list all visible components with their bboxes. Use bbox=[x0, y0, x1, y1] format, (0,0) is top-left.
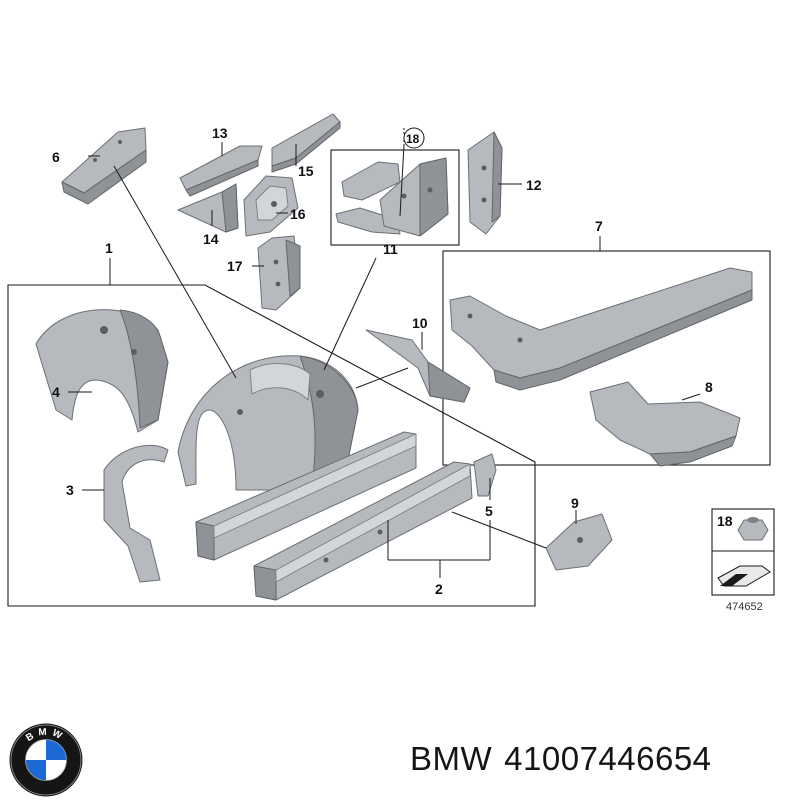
assembly-frame-1 bbox=[7, 284, 536, 607]
assembly-frame-7 bbox=[442, 250, 771, 466]
part-10-strut bbox=[365, 329, 471, 403]
callout-4: 4 bbox=[52, 384, 60, 400]
callout-16: 16 bbox=[290, 206, 306, 222]
callout-2: 2 bbox=[435, 581, 443, 597]
callout-12: 12 bbox=[526, 177, 542, 193]
caption-brand: BMW bbox=[410, 740, 493, 777]
callout-3: 3 bbox=[66, 482, 74, 498]
callout-9: 9 bbox=[571, 495, 579, 511]
part-14-gusset bbox=[177, 183, 239, 233]
callout-15: 15 bbox=[298, 163, 314, 179]
part-12-pillar-plate bbox=[467, 131, 503, 235]
upper-longitudinal-rail bbox=[195, 431, 417, 561]
part-caption: BMW 41007446654 bbox=[410, 740, 792, 784]
callout-18-symbol: 18 bbox=[406, 132, 420, 146]
assembly-frame-11 bbox=[330, 149, 460, 246]
part-8-bracket bbox=[589, 381, 741, 467]
part-17-plate bbox=[257, 235, 301, 311]
legend-callout-18: 18 bbox=[717, 513, 733, 529]
legend-arrow-icon bbox=[717, 565, 771, 587]
callout-13: 13 bbox=[212, 125, 228, 141]
callout-1: 1 bbox=[105, 240, 113, 256]
callout-7: 7 bbox=[595, 218, 603, 234]
callout-8: 8 bbox=[705, 379, 713, 395]
leader-lines bbox=[68, 142, 701, 578]
nut-18-icon bbox=[737, 517, 769, 541]
part-5-small-bracket bbox=[473, 453, 497, 497]
part-11-assembly bbox=[335, 157, 449, 237]
main-front-structure bbox=[177, 355, 359, 491]
part-3-arch-brace bbox=[103, 444, 169, 583]
callout-14: 14 bbox=[203, 231, 219, 247]
part-9-mount bbox=[545, 513, 613, 571]
part-16-bracket bbox=[243, 175, 299, 237]
lower-longitudinal-rail bbox=[253, 461, 473, 601]
legend-box bbox=[711, 508, 775, 596]
callout-10: 10 bbox=[412, 315, 428, 331]
part-4-wheel-house bbox=[35, 309, 169, 433]
callout-6: 6 bbox=[52, 149, 60, 165]
reference-number: 474652 bbox=[726, 601, 763, 613]
callout-11: 11 bbox=[383, 241, 398, 257]
part-13-rail-strip bbox=[179, 145, 263, 197]
callout-17: 17 bbox=[227, 258, 243, 274]
caption-part-number: 41007446654 bbox=[504, 740, 712, 777]
bmw-logo-icon: BMW bbox=[9, 723, 83, 797]
callout-5: 5 bbox=[485, 503, 493, 519]
part-7-side-member bbox=[449, 267, 753, 391]
part-6-bracket bbox=[61, 127, 147, 205]
